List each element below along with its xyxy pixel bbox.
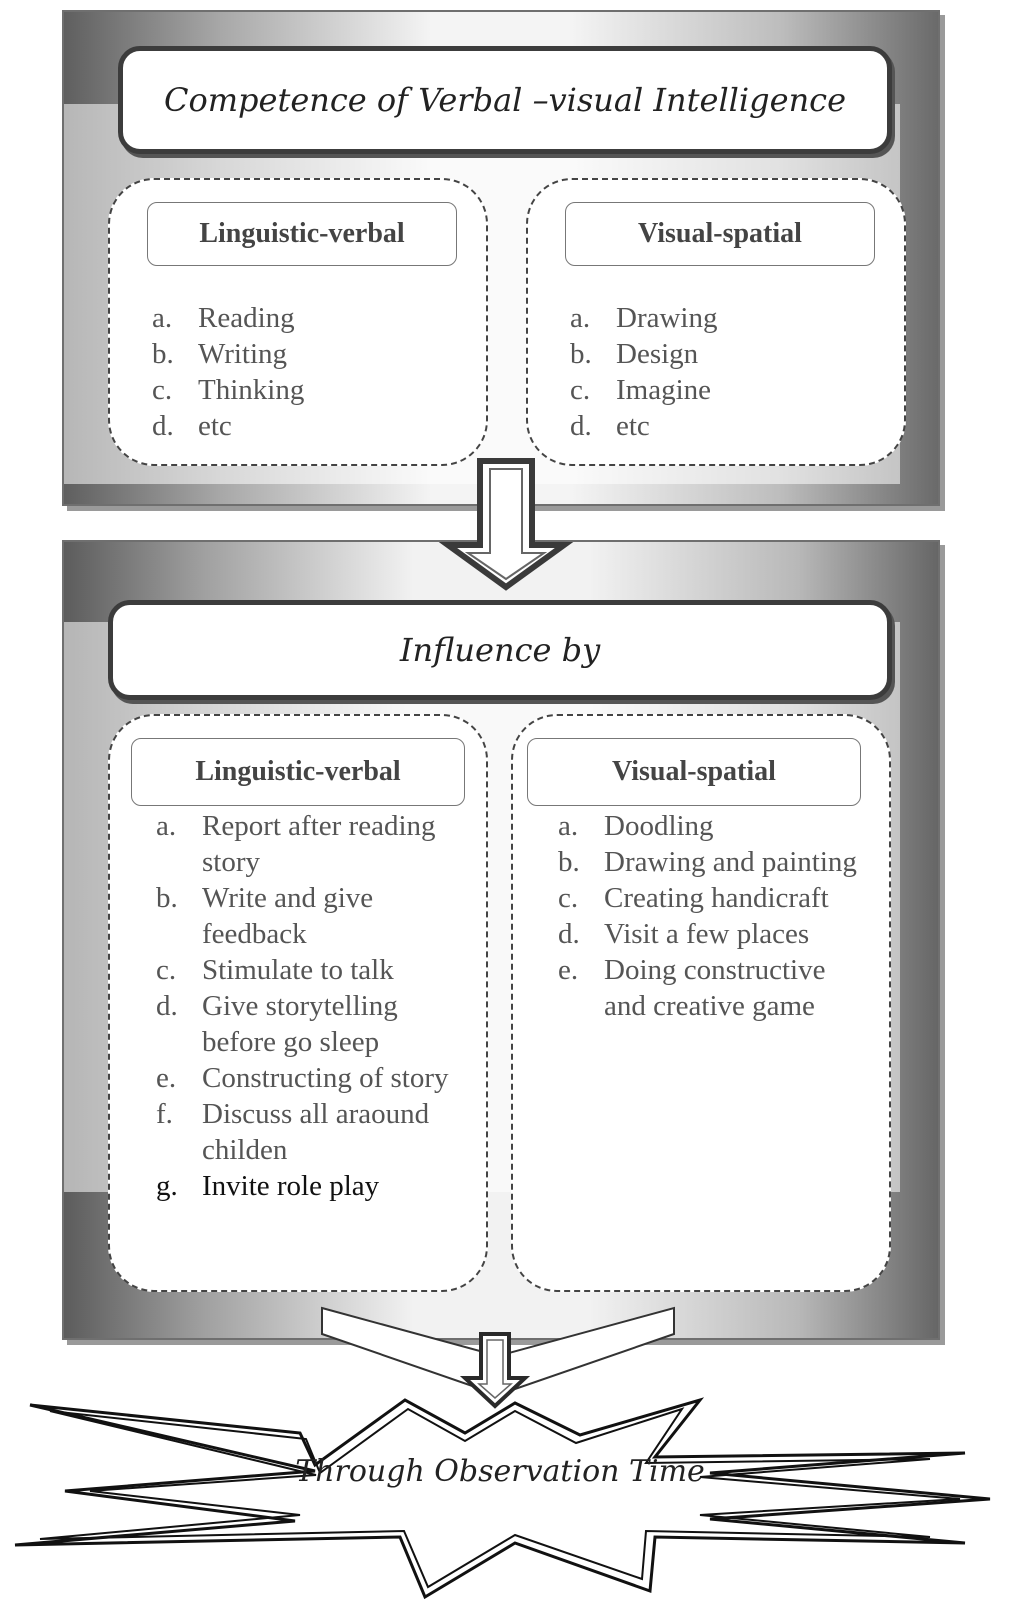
- competence-visual-list: a. Drawing b. Design c. Imagine d. etc: [570, 300, 890, 444]
- list-item: d. etc: [152, 408, 472, 444]
- list-item: f. Discuss all araound childen: [156, 1096, 466, 1168]
- list-item-marker: a.: [558, 810, 579, 842]
- list-item-text: Reading: [198, 302, 295, 334]
- down-arrow-small-icon: [459, 1332, 531, 1409]
- list-item-text: etc: [616, 410, 650, 442]
- influence-linguistic-heading: Linguistic-verbal: [131, 738, 465, 806]
- list-item-text: Constructing of story: [202, 1062, 449, 1094]
- list-item-marker: c.: [152, 374, 173, 406]
- starburst-icon: [14, 1397, 991, 1600]
- list-item-marker: b.: [558, 846, 580, 878]
- influence-visual-heading: Visual-spatial: [527, 738, 861, 806]
- list-item-marker: e.: [156, 1062, 177, 1094]
- list-item-text: Doodling: [604, 810, 714, 842]
- list-item-text: Report after reading story: [202, 810, 436, 878]
- list-item-text: Invite role play: [202, 1170, 380, 1202]
- competence-linguistic-heading: Linguistic-verbal: [147, 202, 457, 266]
- list-item: b. Writing: [152, 336, 472, 372]
- influence-linguistic-list: a. Report after reading story b. Write and …: [156, 808, 466, 1204]
- list-item: a. Doodling: [558, 808, 868, 844]
- list-item-marker: a.: [156, 810, 177, 842]
- list-item: b. Design: [570, 336, 890, 372]
- list-item: c. Thinking: [152, 372, 472, 408]
- influence-title: Influence by: [108, 600, 892, 700]
- influence-visual-list: a. Doodling b. Drawing and painting c. Creati…: [558, 808, 868, 1024]
- list-item-text: Drawing and painting: [604, 846, 857, 878]
- list-item-text: Writing: [198, 338, 288, 370]
- list-item-text: Imagine: [616, 374, 712, 406]
- list-item: c. Imagine: [570, 372, 890, 408]
- list-item-marker: b.: [156, 882, 178, 914]
- list-item-text: Write and give feedback: [202, 882, 374, 950]
- list-item-marker: g.: [156, 1170, 178, 1202]
- list-item-text: Creating handicraft: [604, 882, 829, 914]
- list-item-marker: a.: [152, 302, 173, 334]
- list-item: c. Creating handicraft: [558, 880, 868, 916]
- list-item-text: Doing constructive and creative game: [604, 954, 826, 1022]
- list-item: g. Invite role play: [156, 1168, 466, 1204]
- influence-visual-box: [511, 714, 891, 1292]
- list-item-marker: c.: [558, 882, 579, 914]
- list-item-text: Discuss all araound childen: [202, 1098, 430, 1166]
- list-item-marker: a.: [570, 302, 591, 334]
- list-item-marker: f.: [156, 1098, 173, 1130]
- list-item: a. Report after reading story: [156, 808, 466, 880]
- list-item-text: etc: [198, 410, 232, 442]
- list-item-marker: d.: [558, 918, 580, 950]
- competence-linguistic-list: a. Reading b. Writing c. Thinking d. etc: [152, 300, 472, 444]
- down-arrow-icon: [438, 458, 574, 591]
- list-item: a. Drawing: [570, 300, 890, 336]
- list-item-text: Visit a few places: [604, 918, 810, 950]
- list-item-marker: c.: [156, 954, 177, 986]
- list-item-marker: d.: [152, 410, 174, 442]
- list-item-marker: b.: [152, 338, 174, 370]
- list-item: b. Drawing and painting: [558, 844, 868, 880]
- list-item: b. Write and give feedback: [156, 880, 466, 952]
- list-item-marker: d.: [156, 990, 178, 1022]
- competence-title: Competence of Verbal –visual Intelligenc…: [118, 46, 892, 154]
- list-item-text: Design: [616, 338, 699, 370]
- list-item: e. Doing constructive and creative game: [558, 952, 868, 1024]
- list-item-text: Thinking: [198, 374, 305, 406]
- list-item-marker: c.: [570, 374, 591, 406]
- list-item-text: Drawing: [616, 302, 718, 334]
- competence-visual-heading: Visual-spatial: [565, 202, 875, 266]
- influence-linguistic-box: [108, 714, 488, 1292]
- list-item-text: Give storytelling before go sleep: [202, 990, 398, 1058]
- list-item-marker: d.: [570, 410, 592, 442]
- list-item: c. Stimulate to talk: [156, 952, 466, 988]
- list-item-marker: b.: [570, 338, 592, 370]
- list-item: a. Reading: [152, 300, 472, 336]
- list-item: d. etc: [570, 408, 890, 444]
- conclusion-label: Through Observation Time: [295, 1454, 705, 1489]
- list-item: e. Constructing of story: [156, 1060, 466, 1096]
- list-item: d. Give storytelling before go sleep: [156, 988, 466, 1060]
- list-item: d. Visit a few places: [558, 916, 868, 952]
- list-item-marker: e.: [558, 954, 579, 986]
- list-item-text: Stimulate to talk: [202, 954, 394, 986]
